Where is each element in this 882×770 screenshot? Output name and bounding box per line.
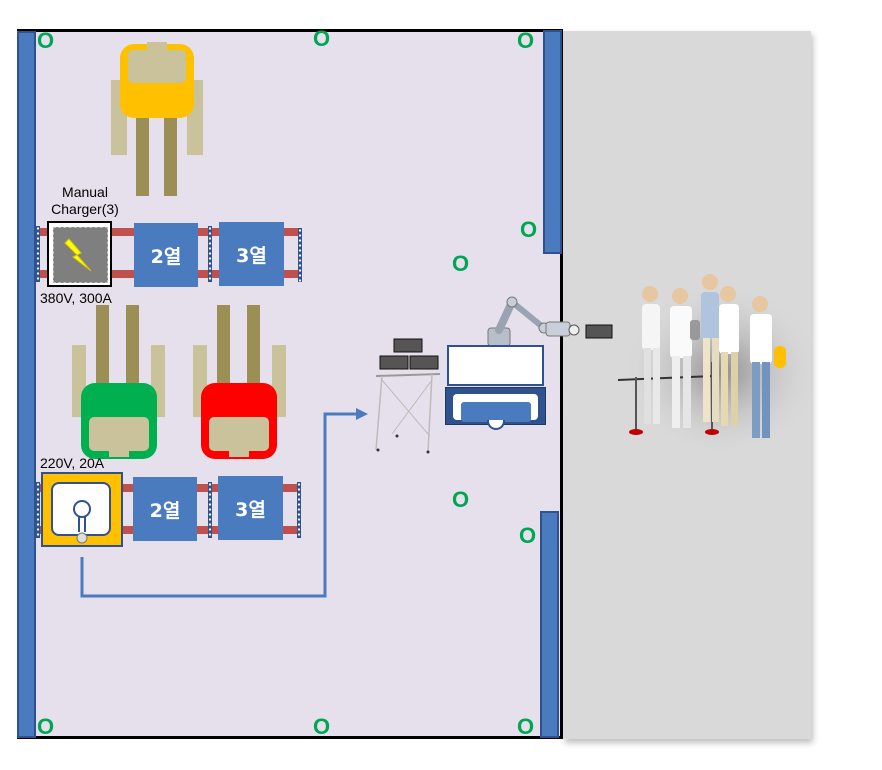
rack-top-1: 2열: [134, 223, 198, 287]
red-vehicle: [193, 305, 286, 459]
arrow-head-icon: [356, 408, 368, 420]
bottom-connector-3: [297, 482, 301, 538]
yellow-vehicle: [111, 42, 203, 196]
bottom-connector-2: [208, 482, 212, 538]
marker-7: O: [519, 523, 537, 548]
marker-4: O: [520, 217, 538, 242]
high-power-spec: 380V, 300A: [40, 290, 112, 306]
right-wall-top: [543, 30, 562, 254]
work-table: [375, 338, 441, 454]
marker-2: O: [313, 26, 331, 51]
top-connector-1: [36, 226, 40, 282]
marker-8: O: [37, 714, 55, 739]
rack-bottom-2: 3열: [218, 476, 283, 540]
top-connector-2: [208, 226, 212, 282]
kiosk-slot: [487, 420, 505, 430]
kiosk-base: [445, 387, 546, 425]
left-wall: [17, 31, 36, 738]
bottom-connector-1: [36, 482, 40, 538]
manual-charger-label: Manual Charger(3): [40, 184, 130, 218]
rack-bottom-1: 2열: [133, 477, 197, 541]
manual-charger-label-line2: Charger(3): [51, 201, 119, 217]
rack-top-2: 3열: [219, 222, 284, 286]
marker-5: O: [452, 251, 470, 276]
marker-3: O: [517, 28, 535, 53]
marker-10: O: [517, 714, 535, 739]
marker-6: O: [452, 487, 470, 512]
high-power-charger: [47, 221, 112, 287]
lightning-icon: [64, 238, 92, 272]
robot-arm: [487, 296, 613, 347]
low-power-spec: 220V, 20A: [40, 455, 105, 471]
marker-9: O: [313, 714, 331, 739]
marker-1: O: [37, 28, 55, 53]
low-power-charger: [41, 472, 123, 547]
plug-icon: [73, 500, 91, 544]
kiosk-screen: [447, 345, 544, 386]
people-queue: [617, 274, 814, 450]
green-vehicle: [72, 305, 165, 459]
manual-charger-label-line1: Manual: [62, 184, 108, 200]
top-connector-3: [298, 228, 302, 282]
right-wall-bottom: [540, 511, 559, 738]
path-arrow: [80, 408, 368, 598]
